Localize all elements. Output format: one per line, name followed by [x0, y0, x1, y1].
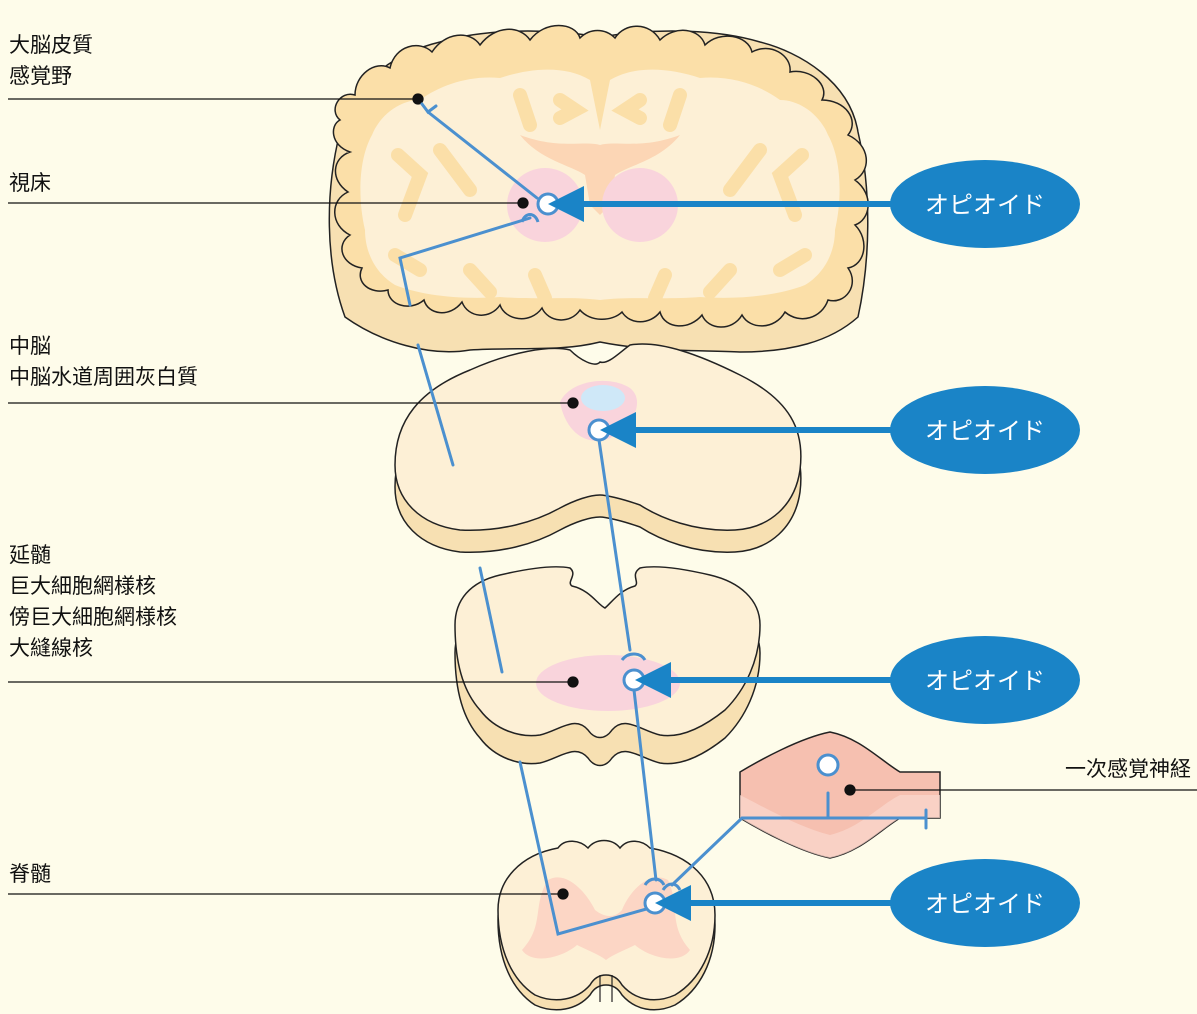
- label-midbrain: 中脳 中脳水道周囲灰白質: [9, 331, 198, 393]
- midbrain-section: [395, 344, 801, 552]
- opioid-label: オピオイド: [925, 667, 1045, 695]
- opioid-label: オピオイド: [925, 191, 1045, 219]
- label-thalamus: 視床: [9, 168, 51, 199]
- opioid-label: オピオイド: [925, 890, 1045, 918]
- label-medulla: 延髄 巨大細胞網様核 傍巨大細胞網様核 大縫線核: [9, 540, 177, 664]
- opioid-bubble: オピオイド: [890, 636, 1080, 724]
- opioid-label: オピオイド: [925, 417, 1045, 445]
- dorsal-root-ganglion: [740, 732, 940, 858]
- opioid-bubble: オピオイド: [890, 160, 1080, 248]
- label-spinal-cord: 脊髄: [9, 859, 51, 890]
- label-primary-sensory-nerve: 一次感覚神経: [1065, 754, 1191, 785]
- label-cortex: 大脳皮質 感覚野: [9, 30, 93, 92]
- opioid-bubble: オピオイド: [890, 859, 1080, 947]
- opioid-bubble: オピオイド: [890, 386, 1080, 474]
- spinal-cord-section: [498, 841, 715, 1010]
